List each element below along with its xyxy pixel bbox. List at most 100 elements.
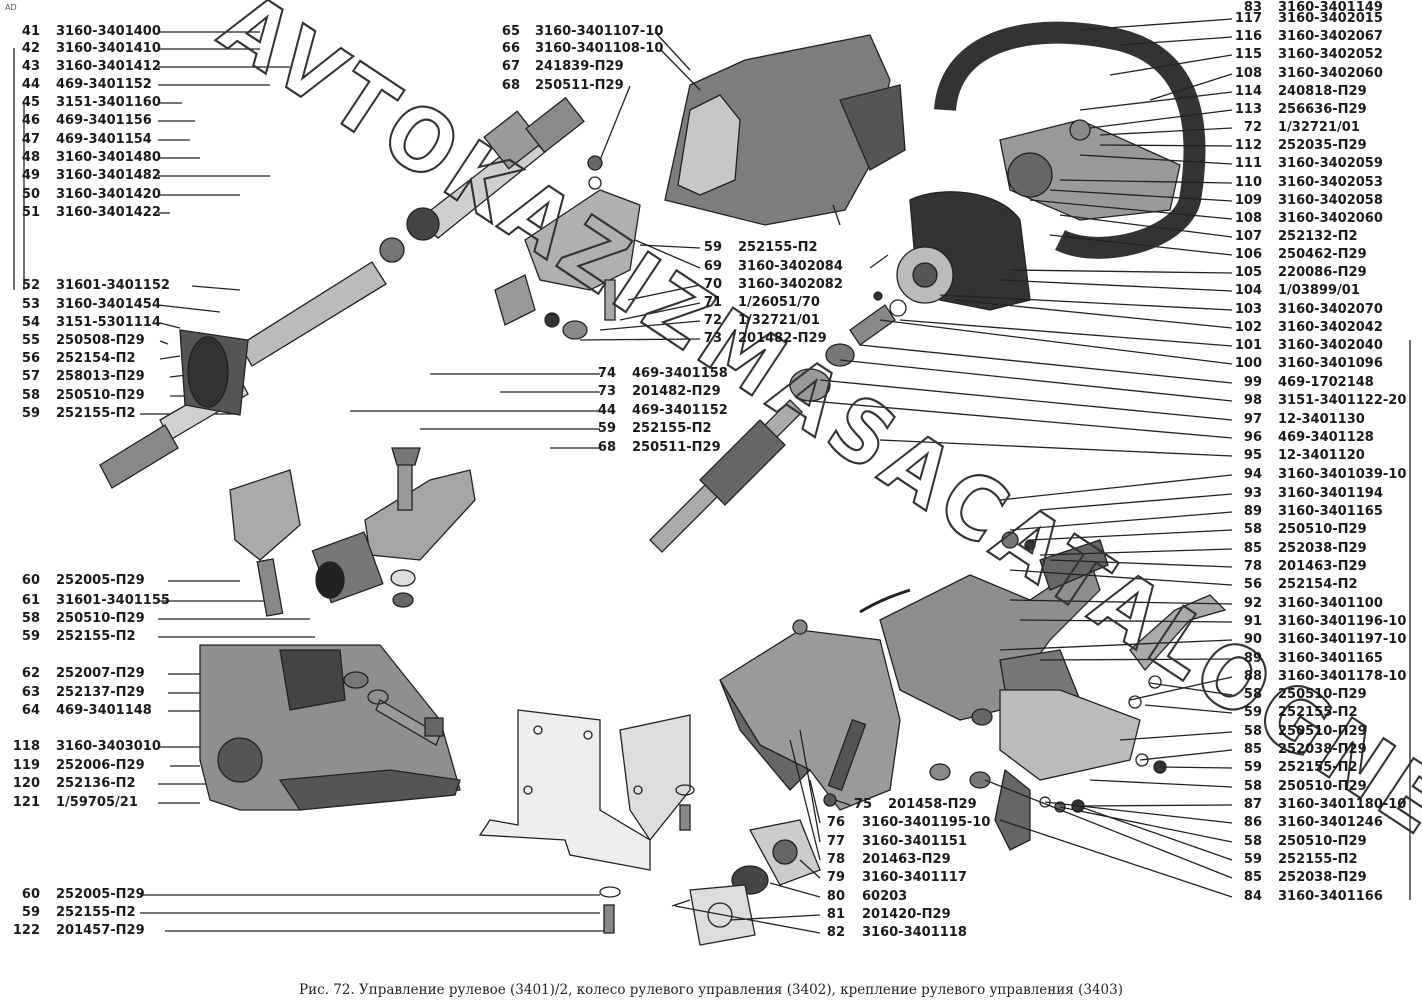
part-number: 48 xyxy=(21,150,40,165)
part-code: 3160-3402015 xyxy=(1278,11,1383,26)
part-number: 104 xyxy=(1234,283,1262,298)
part-code: 3160-3401400 xyxy=(56,24,161,39)
part-number: 92 xyxy=(1243,596,1262,611)
part-code: 241839-П29 xyxy=(535,59,624,74)
part-number: 85 xyxy=(1243,541,1262,556)
part-code: 3160-3401422 xyxy=(56,205,161,220)
part-number: 60 xyxy=(21,887,40,902)
part-number: 81 xyxy=(826,907,845,922)
part-number: 68 xyxy=(501,78,520,93)
part-number: 108 xyxy=(1234,66,1262,81)
part-code: 3151-5301114 xyxy=(56,315,161,330)
part-code: 3160-3402084 xyxy=(738,259,843,274)
part-code: 252038-П29 xyxy=(1278,742,1367,757)
part-code: 469-3401128 xyxy=(1278,430,1374,445)
part-code: 252155-П2 xyxy=(1278,705,1358,720)
part-code: 3160-3402059 xyxy=(1278,156,1383,171)
part-number: 51 xyxy=(21,205,40,220)
part-number: 83 xyxy=(1243,0,1262,15)
part-number: 99 xyxy=(1243,375,1262,390)
part-number: 59 xyxy=(1243,852,1262,867)
part-code: 3160-3402058 xyxy=(1278,193,1383,208)
part-number: 91 xyxy=(1243,614,1262,629)
part-number: 85 xyxy=(1243,870,1262,885)
part-code: 252155-П2 xyxy=(1278,852,1358,867)
part-number: 89 xyxy=(1243,504,1262,519)
part-number: 58 xyxy=(1243,522,1262,537)
center-leader-lines xyxy=(350,31,851,934)
fork-yoke-left xyxy=(229,469,301,617)
part-number: 97 xyxy=(1243,412,1262,427)
part-code: 252005-П29 xyxy=(56,887,145,902)
part-number: 87 xyxy=(1243,797,1262,812)
part-number: 76 xyxy=(826,815,845,830)
figure-caption: Рис. 72. Управление рулевое (3401)/2, ко… xyxy=(299,982,1123,998)
part-number: 86 xyxy=(1243,815,1262,830)
part-code: 250510-П29 xyxy=(1278,834,1367,849)
part-code: 469-3401152 xyxy=(632,403,728,418)
part-number: 56 xyxy=(21,351,40,366)
part-number: 107 xyxy=(1234,229,1262,244)
part-code: 3160-3403010 xyxy=(56,739,161,754)
part-number: 56 xyxy=(1243,577,1262,592)
part-code: 252155-П2 xyxy=(56,629,136,644)
part-code: 258013-П29 xyxy=(56,369,145,384)
part-number: 61 xyxy=(21,593,40,608)
part-number: 116 xyxy=(1234,29,1262,44)
part-number: 60 xyxy=(21,573,40,588)
part-number: 88 xyxy=(1243,669,1262,684)
part-number: 63 xyxy=(21,685,40,700)
part-number: 53 xyxy=(21,297,40,312)
part-code: 3160-3401166 xyxy=(1278,889,1383,904)
part-number: 59 xyxy=(597,421,616,436)
part-code: 252035-П29 xyxy=(1278,138,1367,153)
part-code: 252155-П2 xyxy=(56,905,136,920)
part-code: 469-3401154 xyxy=(56,132,152,147)
flat-bracket xyxy=(478,709,695,934)
part-code: 60203 xyxy=(862,889,908,904)
part-code: 252154-П2 xyxy=(56,351,136,366)
part-number: 110 xyxy=(1234,175,1262,190)
part-code: 201463-П29 xyxy=(862,852,951,867)
part-number: 100 xyxy=(1234,356,1262,371)
part-code: 3160-3401117 xyxy=(862,870,967,885)
part-number: 120 xyxy=(12,776,40,791)
part-number: 75 xyxy=(853,797,872,812)
part-number: 52 xyxy=(21,278,40,293)
part-code: 3160-3402052 xyxy=(1278,47,1383,62)
part-number: 69 xyxy=(703,259,722,274)
part-number: 113 xyxy=(1234,102,1262,117)
part-code: 252007-П29 xyxy=(56,666,145,681)
part-number: 59 xyxy=(1243,760,1262,775)
part-code: 1/32721/01 xyxy=(1278,120,1360,135)
part-code: 31601-3401152 xyxy=(56,278,170,293)
part-number: 96 xyxy=(1243,430,1262,445)
part-number: 121 xyxy=(12,795,40,810)
part-number: 41 xyxy=(21,24,40,39)
part-number: 90 xyxy=(1243,632,1262,647)
part-number: 101 xyxy=(1234,338,1262,353)
part-number: 115 xyxy=(1234,47,1262,62)
part-code: 250510-П29 xyxy=(1278,687,1367,702)
part-code: 252038-П29 xyxy=(1278,541,1367,556)
part-code: 3160-3401412 xyxy=(56,59,161,74)
part-code: 3160-3401194 xyxy=(1278,486,1383,501)
part-code: 252136-П2 xyxy=(56,776,136,791)
part-code: 250510-П29 xyxy=(56,388,145,403)
part-code: 250510-П29 xyxy=(1278,522,1367,537)
part-code: 3160-3401149 xyxy=(1278,0,1383,15)
part-code: 252155-П2 xyxy=(632,421,712,436)
part-code: 250508-П29 xyxy=(56,333,145,348)
part-number: 78 xyxy=(1243,559,1262,574)
part-number: 59 xyxy=(21,406,40,421)
part-code: 1/03899/01 xyxy=(1278,283,1360,298)
part-number: 73 xyxy=(597,384,616,399)
part-number: 78 xyxy=(826,852,845,867)
part-code: 469-3401148 xyxy=(56,703,152,718)
part-number: 62 xyxy=(21,666,40,681)
part-code: 256636-П29 xyxy=(1278,102,1367,117)
part-code: 12-3401120 xyxy=(1278,448,1365,463)
part-code: 3160-3401107-10 xyxy=(535,24,664,39)
